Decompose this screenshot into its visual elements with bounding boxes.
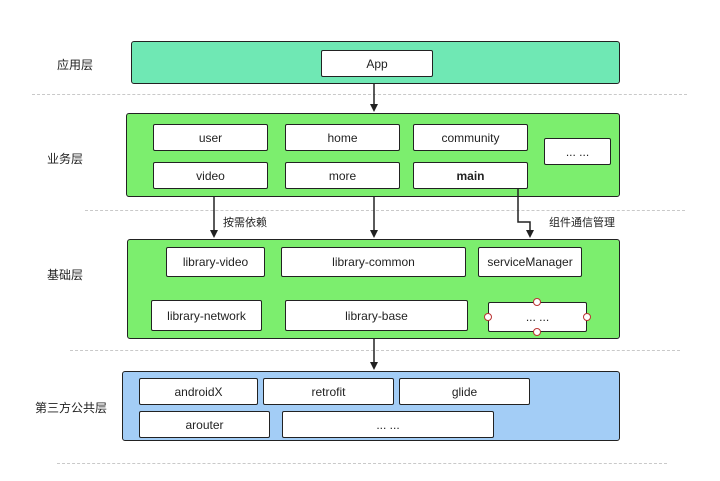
connector-label-component-comm: 组件通信管理 — [549, 216, 615, 229]
node-business-more-ellipsis[interactable]: ... ... — [544, 138, 611, 165]
node-androidx[interactable]: androidX — [139, 378, 258, 405]
node-more[interactable]: more — [285, 162, 400, 189]
node-retrofit[interactable]: retrofit — [263, 378, 394, 405]
node-app[interactable]: App — [321, 50, 433, 77]
node-library-network[interactable]: library-network — [151, 300, 262, 331]
node-home[interactable]: home — [285, 124, 400, 151]
node-main[interactable]: main — [413, 162, 528, 189]
node-video[interactable]: video — [153, 162, 268, 189]
node-arouter[interactable]: arouter — [139, 411, 270, 438]
layer-label-business: 业务层 — [47, 152, 84, 166]
node-community[interactable]: community — [413, 124, 528, 151]
node-library-base[interactable]: library-base — [285, 300, 468, 331]
node-library-common[interactable]: library-common — [281, 247, 466, 277]
separator-1 — [32, 94, 687, 95]
separator-3 — [70, 350, 680, 351]
node-user[interactable]: user — [153, 124, 268, 151]
node-library-video[interactable]: library-video — [166, 247, 265, 277]
connector-label-on-demand: 按需依赖 — [223, 216, 267, 229]
layer-label-app: 应用层 — [57, 58, 94, 72]
node-service-manager[interactable]: serviceManager — [478, 247, 582, 277]
layer-label-foundation: 基础层 — [47, 268, 84, 282]
separator-2 — [85, 210, 685, 211]
selection-handles — [484, 298, 591, 336]
arrow-main-to-service-manager — [517, 189, 534, 238]
layer-label-third-party: 第三方公共层 — [35, 401, 108, 415]
node-glide[interactable]: glide — [399, 378, 530, 405]
node-third-party-more-ellipsis[interactable]: ... ... — [282, 411, 494, 438]
separator-4 — [57, 463, 667, 464]
